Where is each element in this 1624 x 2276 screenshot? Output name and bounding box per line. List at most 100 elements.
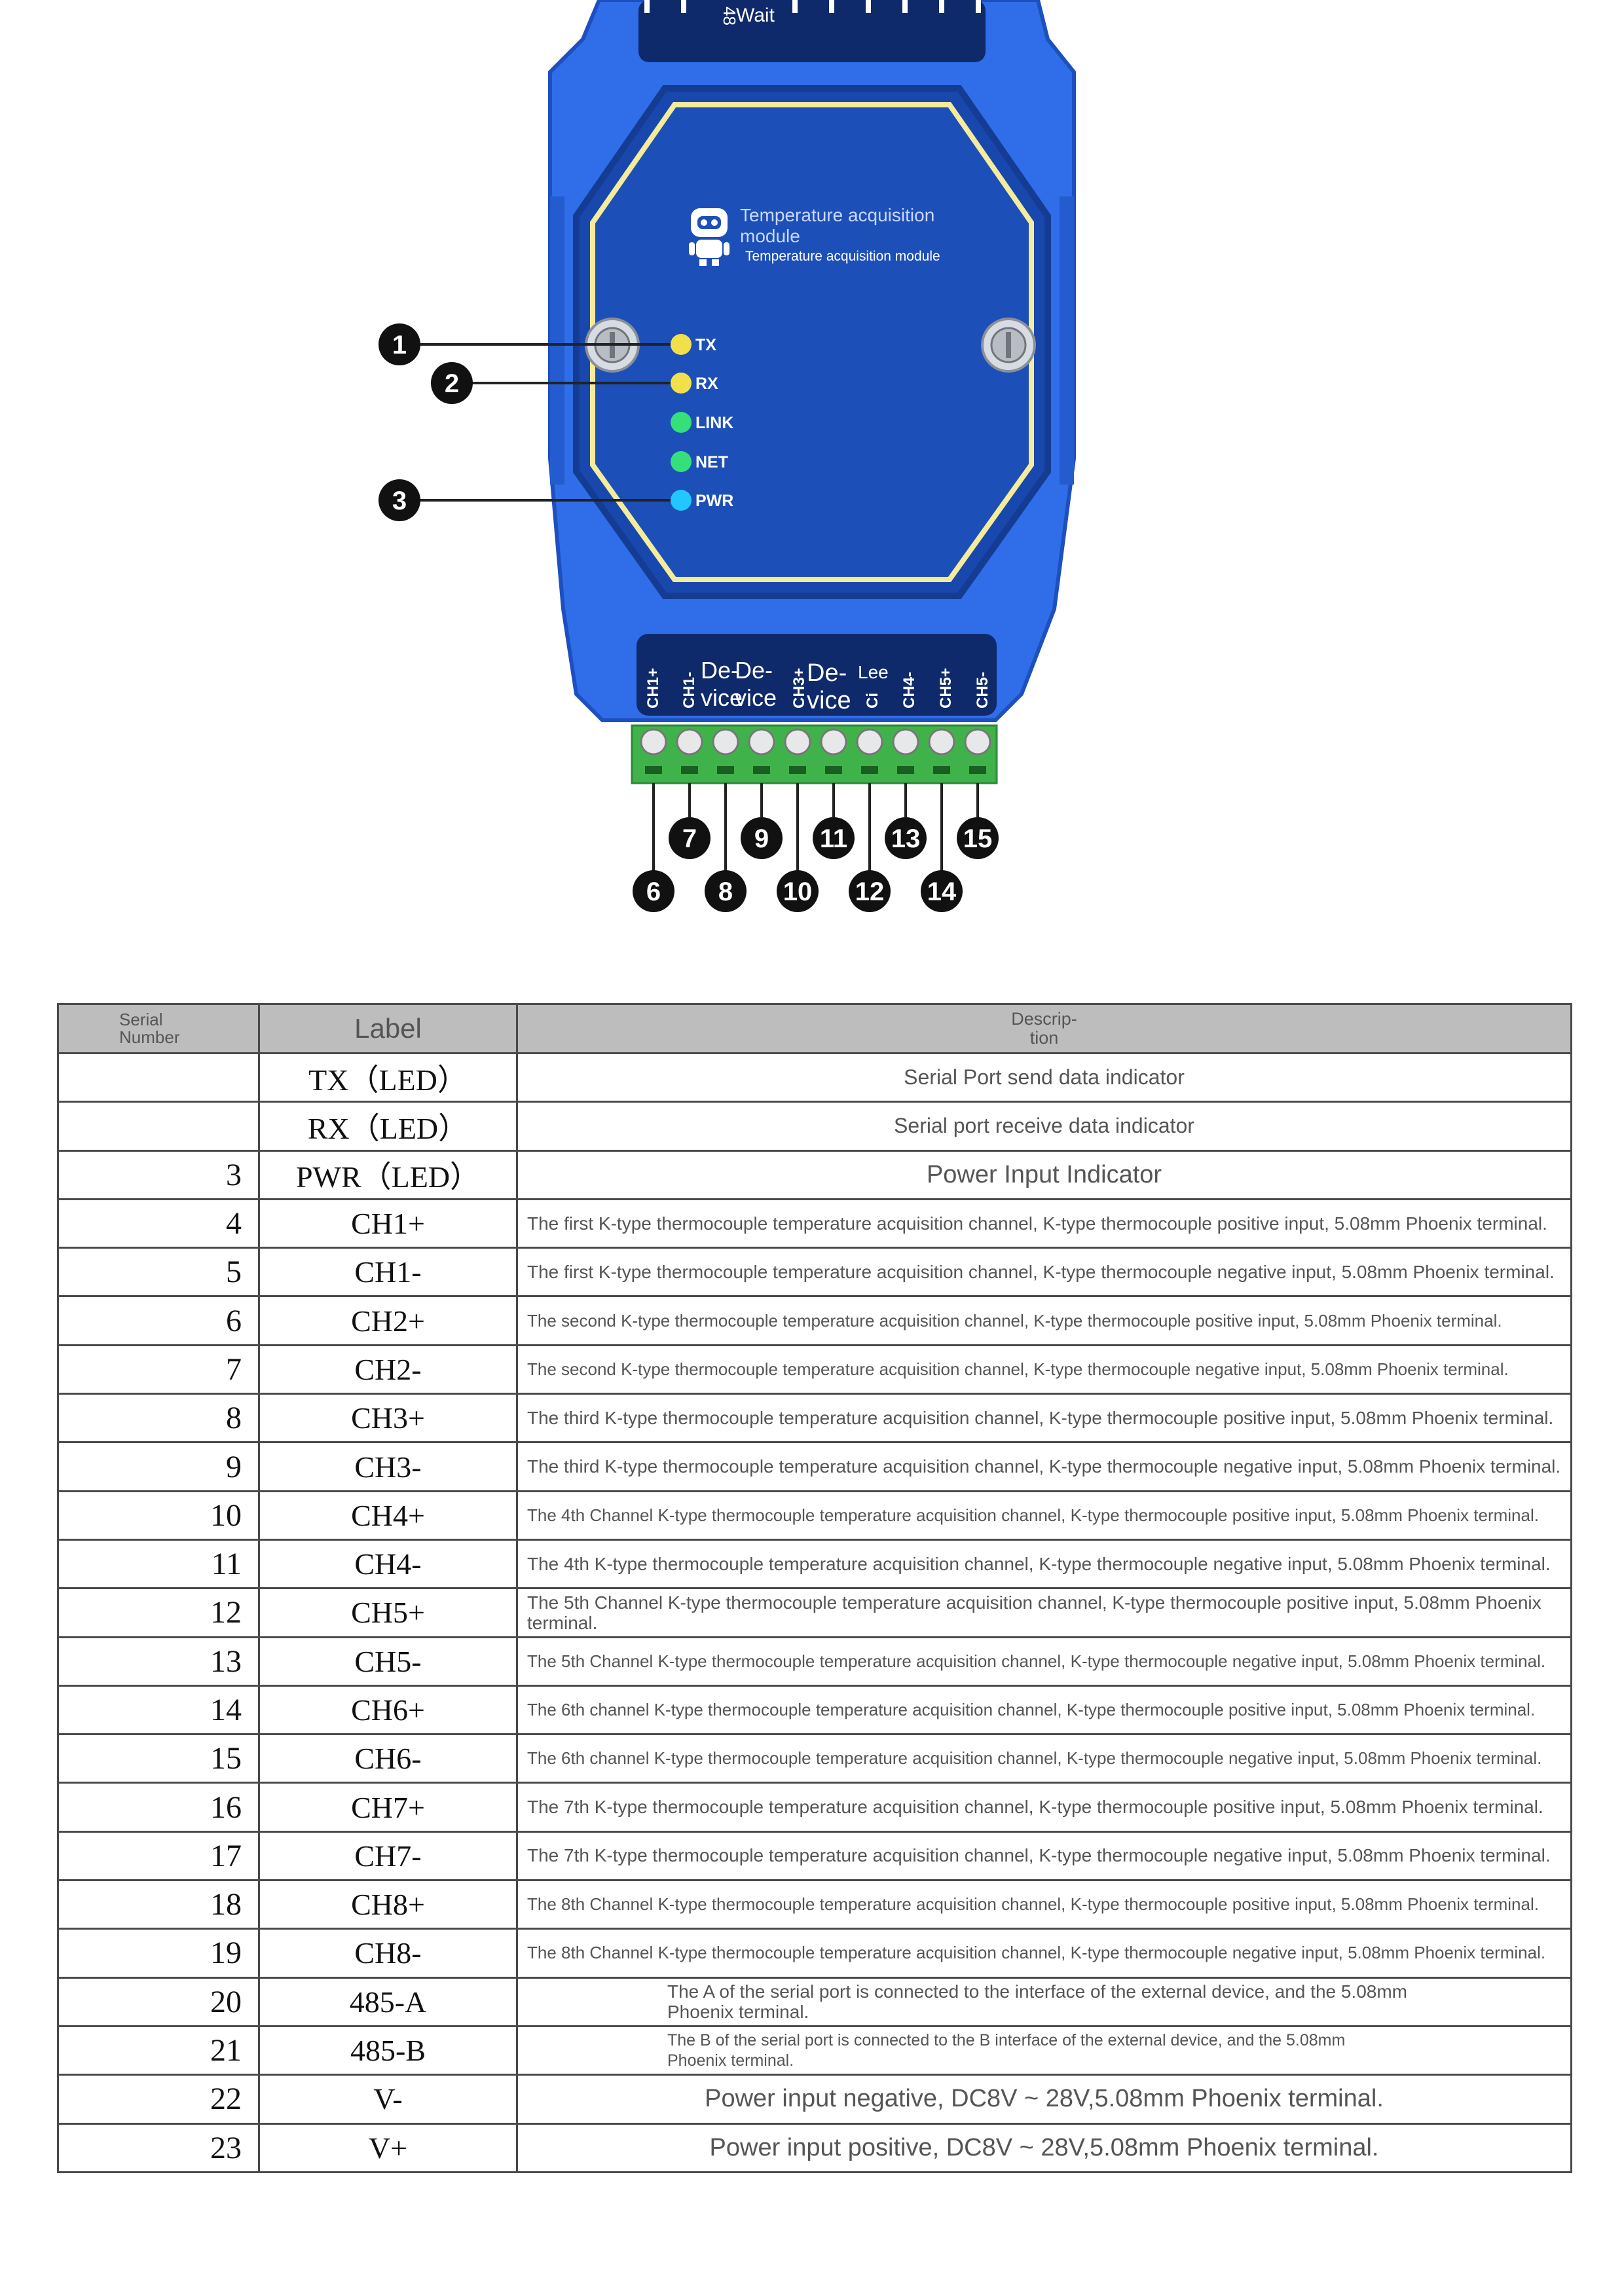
svg-text:3: 3 — [392, 486, 407, 515]
cell-label: CH3+ — [258, 1393, 518, 1444]
cell-description: Serial port receive data indicator — [516, 1101, 1572, 1152]
led-net-label: NET — [695, 453, 728, 471]
terminal-screws — [640, 728, 991, 756]
callout-10: 10 — [777, 870, 819, 912]
cell-serial-number — [57, 1101, 260, 1152]
svg-text:15: 15 — [963, 824, 993, 853]
cell-serial-number: 18 — [57, 1879, 260, 1930]
terminal-leader-lines — [652, 783, 979, 871]
callout-11: 11 — [813, 817, 855, 859]
cell-serial-number: 13 — [57, 1636, 260, 1687]
cell-description: The B of the serial port is connected to… — [516, 2025, 1572, 2076]
led-rx: RX — [671, 373, 718, 394]
cell-label: CH6- — [258, 1733, 518, 1784]
cell-description: Power input positive, DC8V ~ 28V,5.08mm … — [516, 2122, 1572, 2173]
cell-description: The 6th channel K-type thermocouple temp… — [516, 1733, 1572, 1784]
cell-label: 485-B — [258, 2025, 518, 2076]
callout-2: 2 — [431, 362, 473, 404]
header-label: Label — [258, 1003, 518, 1054]
callout-1: 1 — [378, 323, 420, 365]
terminal-label-device-b-line2: vice — [735, 684, 777, 711]
bottom-terminal-labels: CH1+ CH1- CH3+ Ci CH4- CH5+ CH5- — [644, 668, 991, 708]
cell-serial-number: 15 — [57, 1733, 260, 1784]
led-pwr-label: PWR — [695, 492, 733, 510]
callout-9: 9 — [741, 817, 783, 859]
terminal-slots — [645, 766, 986, 774]
top-terminal-mark — [829, 0, 834, 13]
led-link: LINK — [671, 412, 733, 433]
cell-label: V+ — [258, 2122, 518, 2173]
bottom-terminal-label-block — [637, 634, 997, 716]
cell-label: CH4+ — [258, 1490, 518, 1541]
cell-serial-number: 22 — [57, 2074, 260, 2125]
cell-description: The third K-type thermocouple temperatur… — [516, 1441, 1572, 1492]
callout-6: 6 — [633, 870, 674, 912]
table-header-row: Serial Number Label Descrip- tion — [57, 1003, 1572, 1054]
cell-description: The 7th K-type thermocouple temperature … — [516, 1830, 1572, 1882]
cell-serial-number: 17 — [57, 1830, 260, 1882]
cell-serial-number: 21 — [57, 2025, 260, 2076]
front-panel-inner — [590, 102, 1034, 582]
top-terminal-mark — [792, 0, 798, 13]
device-diagram: 48 Wait Temperature acquisition module T… — [378, 0, 1076, 912]
svg-text:7: 7 — [682, 824, 697, 853]
svg-text:14: 14 — [927, 877, 957, 906]
cell-label: CH7+ — [258, 1782, 518, 1833]
cell-description: The 8th Channel K-type thermocouple temp… — [516, 1928, 1572, 1979]
cell-label: CH6+ — [258, 1684, 518, 1736]
cell-serial-number — [57, 1052, 260, 1103]
callout-3: 3 — [378, 479, 420, 521]
callout-14: 14 — [921, 870, 963, 912]
led-tx-label: TX — [695, 336, 716, 354]
cell-description: The 6th channel K-type thermocouple temp… — [516, 1684, 1572, 1736]
terminal-label-ci: Ci — [864, 693, 881, 708]
led-link-label: LINK — [695, 414, 733, 432]
terminal-label-lee: Lee — [858, 662, 889, 682]
cell-serial-number: 7 — [57, 1344, 260, 1395]
svg-text:11: 11 — [820, 824, 847, 853]
svg-text:12: 12 — [855, 877, 885, 906]
table-row: RX（LED）Serial port receive data indicato… — [57, 1101, 1572, 1152]
callout-13: 13 — [885, 817, 927, 859]
cell-label: CH1+ — [258, 1198, 518, 1249]
header-description: Descrip- tion — [516, 1003, 1572, 1054]
terminal-label-device-a-line1: De- — [701, 657, 739, 684]
top-terminal-mark — [644, 0, 650, 13]
cell-description: Power Input Indicator — [516, 1149, 1572, 1200]
module-title-line2: module — [740, 226, 800, 246]
top-terminal-mark — [681, 0, 686, 13]
top-terminal-mark — [976, 0, 981, 13]
cell-serial-number: 11 — [57, 1538, 260, 1590]
cell-serial-number: 10 — [57, 1490, 260, 1541]
terminal-label-ch3p: CH3+ — [790, 668, 808, 708]
cell-label: CH2+ — [258, 1295, 518, 1346]
led-net: NET — [671, 451, 728, 472]
svg-text:6: 6 — [646, 877, 661, 906]
cell-description: The 7th K-type thermocouple temperature … — [516, 1782, 1572, 1833]
top-terminal-mark — [866, 0, 871, 13]
cell-description: The second K-type thermocouple temperatu… — [516, 1344, 1572, 1395]
led-pwr: PWR — [671, 490, 733, 511]
cell-description: The first K-type thermocouple temperatur… — [516, 1247, 1572, 1298]
led-tx: TX — [671, 334, 716, 355]
cell-label: CH3- — [258, 1441, 518, 1492]
top-terminal-wait: Wait — [736, 5, 775, 26]
cell-label: V- — [258, 2074, 518, 2125]
terminal-label-device-c-line1: De- — [807, 659, 847, 687]
cell-serial-number: 14 — [57, 1684, 260, 1736]
robot-logo-icon — [689, 208, 729, 266]
